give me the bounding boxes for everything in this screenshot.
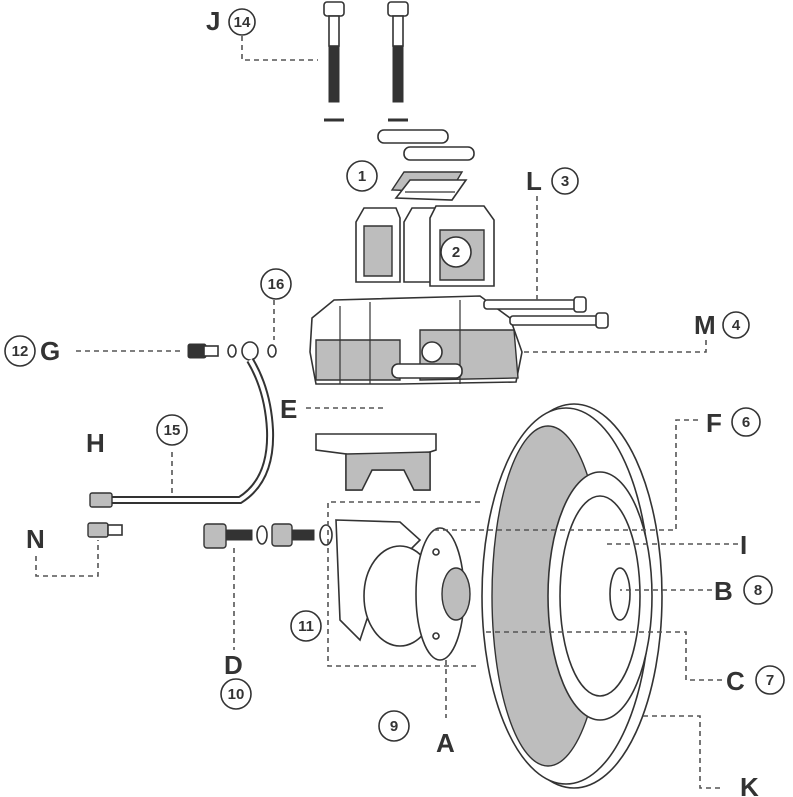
pad-retaining-pins [377, 129, 475, 161]
label-G-group: 12 G [4, 335, 60, 367]
caliper-adapter-bracket [315, 433, 437, 491]
label-M-group: M 4 [694, 310, 750, 340]
label-F-letter: F [706, 408, 722, 438]
label-D-group: D 10 [220, 650, 252, 710]
banjo-fitting [187, 341, 277, 361]
label-L-letter: L [526, 166, 542, 196]
caliper-through-bolts [483, 296, 609, 329]
label-D-number: 10 [228, 686, 245, 703]
label-9-group: 9 [378, 710, 410, 742]
pad-spring [390, 171, 468, 201]
label-N-group: N [26, 524, 45, 554]
label-I-group: I [740, 530, 747, 560]
leader-lines [35, 36, 738, 789]
bracket-bolts [203, 523, 333, 549]
label-C-number: 7 [766, 672, 774, 689]
label-L-group: L 3 [526, 166, 579, 196]
hub-adapter [335, 519, 471, 661]
label-M-number: 4 [732, 317, 741, 334]
label-15-group: 15 [156, 414, 188, 446]
label-A-letter: A [436, 728, 455, 758]
label-J-group: J 14 [206, 6, 256, 36]
label-L-number: 3 [561, 173, 569, 190]
brake-pads [355, 205, 495, 287]
label-H-group: H [86, 428, 105, 458]
label-M-letter: M [694, 310, 716, 340]
label-15-number: 15 [164, 422, 181, 439]
caliper-mounting-bolts [323, 1, 409, 122]
label-H-letter: H [86, 428, 105, 458]
label-B-number: 8 [754, 582, 762, 599]
label-11-group: 11 [290, 610, 322, 642]
brake-caliper [309, 295, 523, 385]
label-1-group: 1 [346, 160, 378, 192]
label-C-letter: C [726, 666, 745, 696]
label-16-group: 16 [260, 268, 292, 300]
label-F-group: F 6 [706, 407, 761, 438]
label-11-number: 11 [298, 618, 314, 635]
label-J-letter: J [206, 6, 220, 36]
label-J-number: 14 [234, 14, 251, 31]
label-16-number: 16 [268, 276, 285, 293]
label-C-group: C 7 [726, 665, 785, 696]
brake-hose [87, 357, 275, 538]
label-B-letter: B [714, 576, 733, 606]
label-D-letter: D [224, 650, 243, 680]
label-N-letter: N [26, 524, 45, 554]
brake-rotor [481, 403, 663, 789]
label-B-group: B 8 [714, 575, 773, 606]
label-G-number: 12 [12, 343, 29, 360]
label-I-letter: I [740, 530, 747, 560]
label-2-number: 2 [452, 244, 460, 261]
label-E-letter: E [280, 394, 297, 424]
label-K-group: K [740, 772, 759, 797]
label-F-number: 6 [742, 414, 750, 431]
label-A-group: A [436, 728, 455, 758]
label-K-letter: K [740, 772, 759, 797]
label-9-number: 9 [390, 718, 398, 735]
label-E-group: E [280, 394, 297, 424]
label-1-number: 1 [358, 168, 366, 185]
label-2-group: 2 [440, 236, 472, 268]
label-G-letter: G [40, 336, 60, 366]
